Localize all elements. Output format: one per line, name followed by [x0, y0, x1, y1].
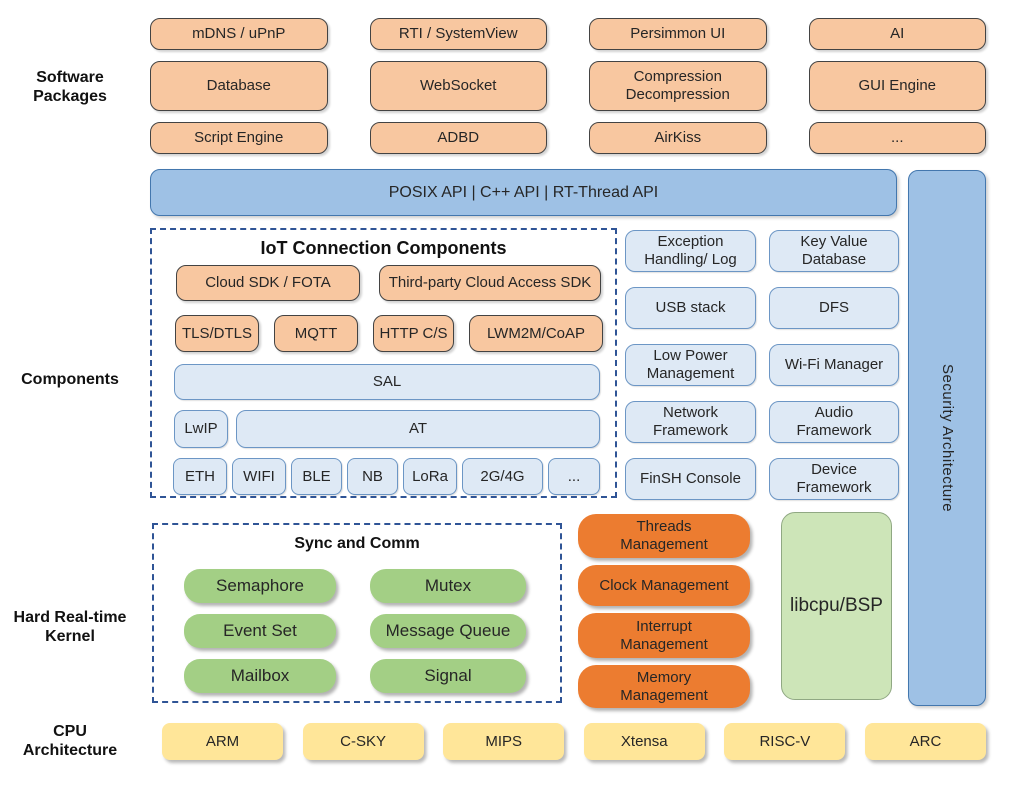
iot-box-wifi: WIFI	[232, 458, 286, 495]
iot-box-lwip: LwIP	[174, 410, 228, 448]
iot-box-ble: BLE	[291, 458, 342, 495]
component-box-usb-stack: USB stack	[625, 287, 756, 329]
component-box-finsh-console: FinSH Console	[625, 458, 756, 500]
component-box-low-power-management: Low Power Management	[625, 344, 756, 386]
sync-and-comm-box: Sync and Comm Semaphore Mutex Event Set …	[152, 523, 562, 703]
cpu-box-arm: ARM	[162, 723, 283, 760]
iot-box-cloud-sdk-fota: Cloud SDK / FOTA	[176, 265, 360, 301]
kernel-box-signal: Signal	[370, 659, 526, 693]
cpu-box-risc-v: RISC-V	[724, 723, 846, 760]
iot-protocol-row: TLS/DTLS MQTT HTTP C/S LWM2M/CoAP	[175, 315, 603, 352]
cpu-architecture-row: ARM C-SKY MIPS Xtensa RISC-V ARC	[162, 723, 986, 760]
kernel-box-message-queue: Message Queue	[370, 614, 526, 648]
package-box-ai: AI	[808, 18, 986, 50]
component-box-device-framework: Device Framework	[769, 458, 899, 500]
section-label-components: Components	[21, 371, 119, 388]
kernel-box-mutex: Mutex	[370, 569, 526, 603]
component-box-exception-handling-log: Exception Handling/ Log	[625, 230, 756, 272]
kernel-box-clock-management: Clock Management	[578, 565, 750, 606]
security-architecture-bar: Security Architecture	[908, 170, 986, 706]
component-box-audio-framework: Audio Framework	[769, 401, 899, 443]
section-label-cpu-architecture: CPU Architecture	[22, 723, 118, 760]
kernel-management-column: Threads Management Clock Management Inte…	[578, 514, 750, 708]
iot-box-sal: SAL	[174, 364, 600, 400]
iot-box-http-cs: HTTP C/S	[373, 315, 454, 352]
iot-box-tls-dtls: TLS/DTLS	[175, 315, 259, 352]
iot-box-more: ...	[548, 458, 600, 495]
package-box-rti-systemview: RTI / SystemView	[369, 18, 547, 50]
iot-network-row: LwIP AT	[174, 410, 600, 448]
iot-box-nb: NB	[347, 458, 398, 495]
iot-box-mqtt: MQTT	[274, 315, 358, 352]
iot-box-lora: LoRa	[403, 458, 457, 495]
component-box-key-value-database: Key Value Database	[769, 230, 899, 272]
component-box-dfs: DFS	[769, 287, 899, 329]
kernel-box-semaphore: Semaphore	[184, 569, 336, 603]
libcpu-bsp-box: libcpu/BSP	[781, 512, 892, 700]
package-box-script-engine: Script Engine	[150, 122, 328, 154]
component-box-network-framework: Network Framework	[625, 401, 756, 443]
package-box-database: Database	[150, 61, 328, 111]
sync-and-comm-title: Sync and Comm	[294, 535, 420, 552]
iot-connection-components-title: IoT Connection Components	[260, 238, 507, 258]
package-box-persimmon-ui: Persimmon UI	[589, 18, 767, 50]
section-label-software-packages: Software Packages	[33, 69, 107, 106]
iot-connection-components-box: IoT Connection Components Cloud SDK / FO…	[150, 228, 617, 498]
package-box-adbd: ADBD	[369, 122, 547, 154]
kernel-box-interrupt-management: Interrupt Management	[578, 613, 750, 658]
iot-box-eth: ETH	[173, 458, 227, 495]
cpu-box-mips: MIPS	[443, 723, 565, 760]
cpu-box-arc: ARC	[864, 723, 986, 760]
cpu-box-c-sky: C-SKY	[302, 723, 424, 760]
kernel-box-threads-management: Threads Management	[578, 514, 750, 558]
component-box-wifi-manager: Wi-Fi Manager	[769, 344, 899, 386]
cpu-box-xtensa: Xtensa	[583, 723, 705, 760]
iot-box-at: AT	[236, 410, 600, 448]
package-box-compression: Compression Decompression	[589, 61, 767, 111]
iot-link-row: ETH WIFI BLE NB LoRa 2G/4G ...	[173, 458, 600, 495]
api-layer-bar: POSIX API | C++ API | RT-Thread API	[150, 169, 897, 216]
iot-cloud-row: Cloud SDK / FOTA Third-party Cloud Acces…	[176, 265, 601, 301]
iot-box-third-party-cloud-sdk: Third-party Cloud Access SDK	[379, 265, 601, 301]
package-box-airkiss: AirKiss	[589, 122, 767, 154]
package-box-mdns-upnp: mDNS / uPnP	[150, 18, 328, 50]
package-box-gui-engine: GUI Engine	[808, 61, 986, 111]
package-box-websocket: WebSocket	[369, 61, 547, 111]
components-grid: Exception Handling/ Log Key Value Databa…	[625, 230, 899, 500]
kernel-box-memory-management: Memory Management	[578, 665, 750, 708]
sync-and-comm-grid: Semaphore Mutex Event Set Message Queue …	[184, 569, 526, 693]
software-packages-grid: mDNS / uPnP RTI / SystemView Persimmon U…	[150, 18, 986, 154]
kernel-box-mailbox: Mailbox	[184, 659, 336, 693]
kernel-box-event-set: Event Set	[184, 614, 336, 648]
package-box-more: ...	[808, 122, 986, 154]
section-label-kernel: Hard Real-time Kernel	[13, 609, 127, 646]
iot-box-lwm2m-coap: LWM2M/CoAP	[469, 315, 603, 352]
iot-box-2g-4g: 2G/4G	[462, 458, 543, 495]
